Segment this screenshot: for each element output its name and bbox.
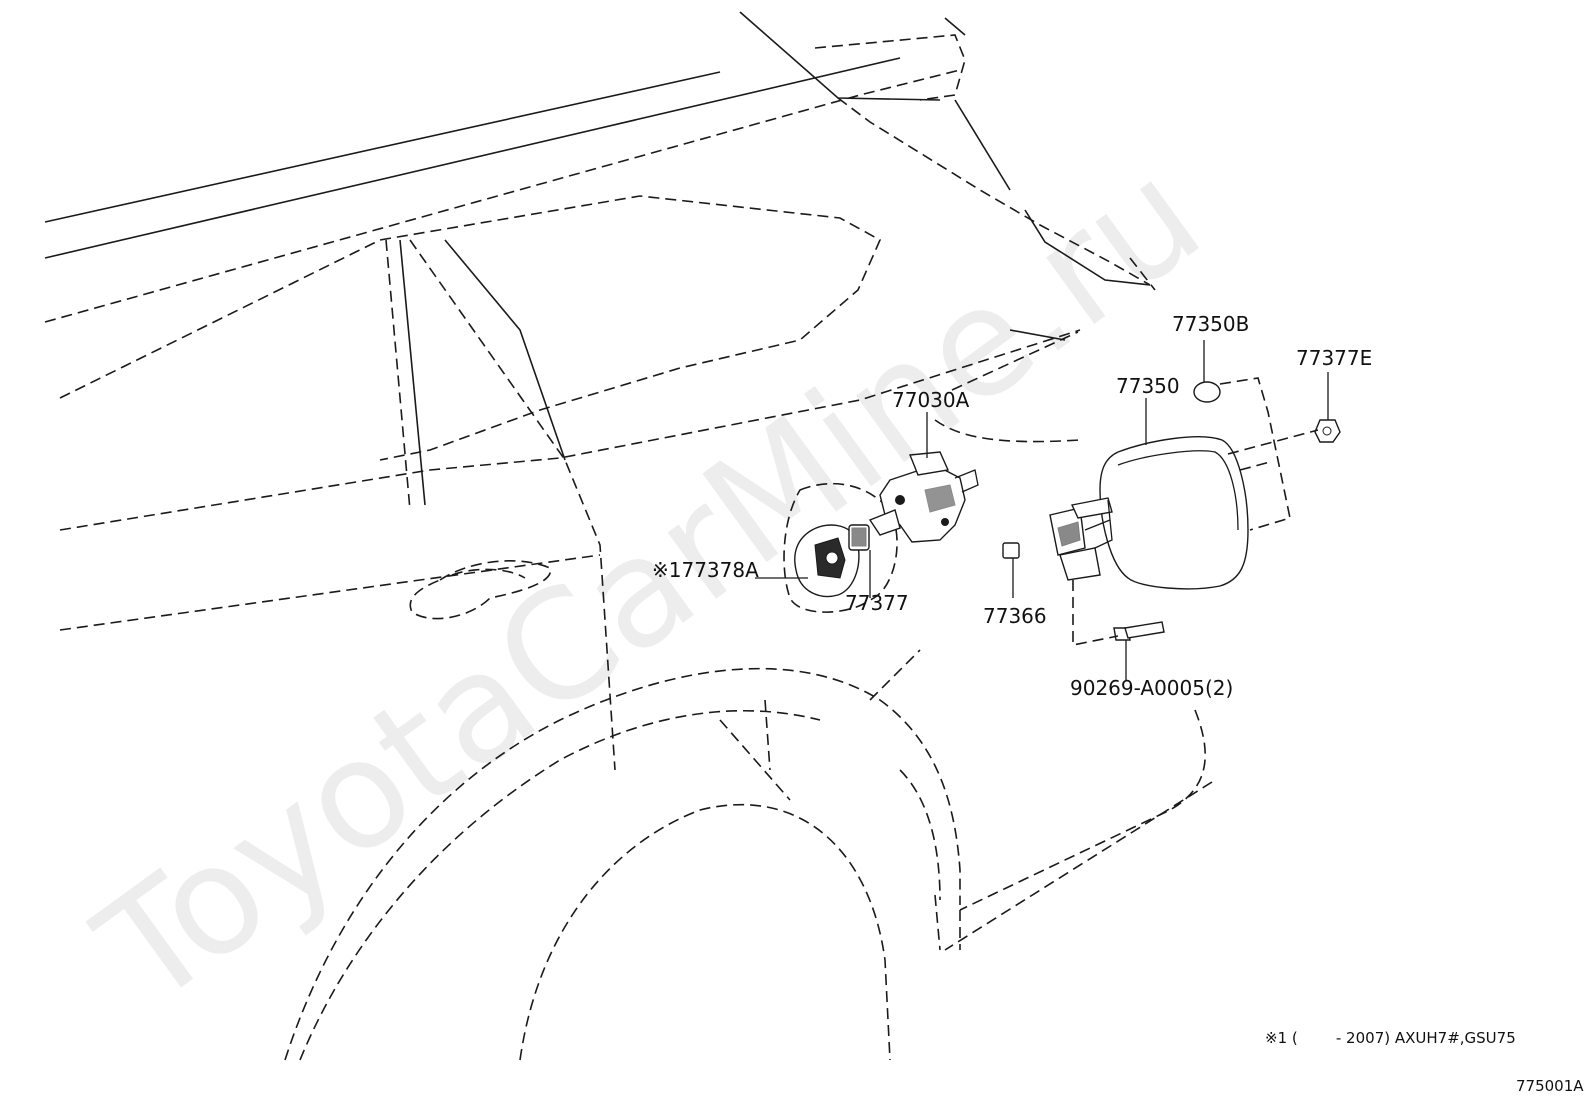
part-90269-bolt [1113,621,1165,641]
label-77350: 77350 [1116,374,1180,398]
car-body-outline [44,11,1213,1061]
label-77350b: 77350B [1172,312,1249,336]
label-77377: 77377 [845,591,909,615]
part-77350-fuel-door [1099,436,1249,590]
part-77378a-housing [794,524,860,597]
part-77030a-actuator [868,451,979,543]
leader-lines [755,340,1329,680]
label-90269-a0005: 90269-A0005(2) [1070,676,1233,700]
label-77030a: 77030A [892,388,970,412]
part-77377-nut [848,524,870,551]
footnote: ※1 ( - 2007) AXUH7#,GSU75 [1265,1029,1516,1047]
label-77377e: 77377E [1296,346,1372,370]
dashed-guide-lines [1072,377,1319,646]
label-77366: 77366 [983,604,1047,628]
part-77350b-cushion [1193,381,1221,403]
part-hinge-assembly [1049,497,1113,581]
part-77366-bumper [1002,542,1020,559]
watermark: ToyotaCarMine.ru [68,128,1231,1040]
diagram-code: 775001A [1516,1077,1584,1095]
label-77378a: ※177378A [652,558,759,582]
part-77377e-clip [1314,419,1341,443]
